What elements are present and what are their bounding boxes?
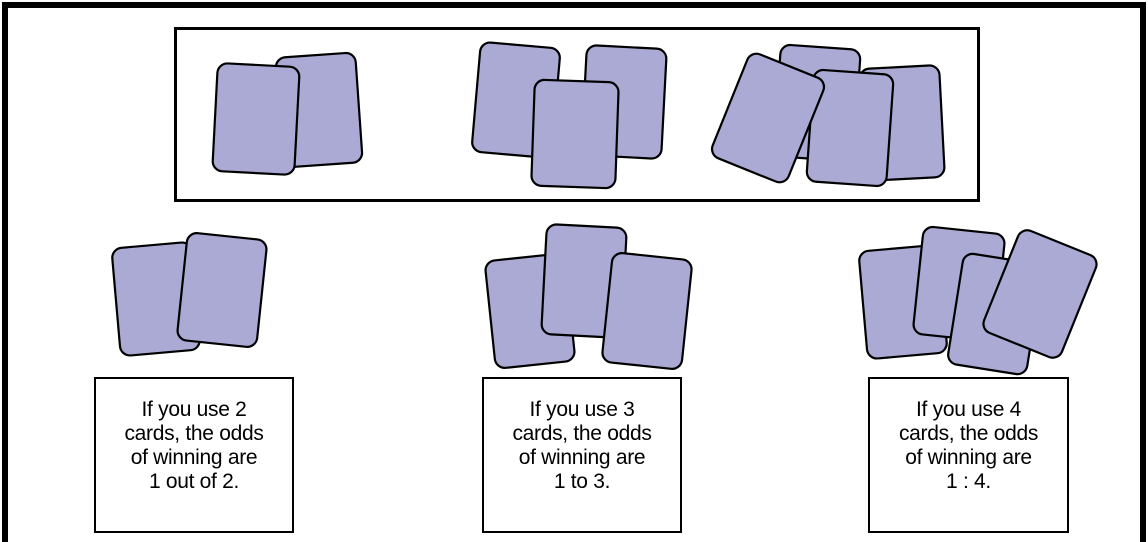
caption-box-four-cards: If you use 4 cards, the odds of winning … [868,377,1069,533]
caption-text-three-cards: If you use 3 cards, the odds of winning … [512,398,651,531]
top-card-group-two [212,52,363,175]
caption-box-three-cards: If you use 3 cards, the odds of winning … [482,377,682,533]
caption-text-four-cards: If you use 4 cards, the odds of winning … [899,398,1038,531]
example-card-group-four [858,226,1099,376]
example-card-group-three [485,224,693,370]
card-3 [531,80,619,189]
example-card-group-two [111,232,267,356]
card-3 [601,252,692,370]
top-card-group-three [471,42,666,189]
card-2 [177,232,268,348]
caption-box-two-cards: If you use 2 cards, the odds of winning … [94,377,294,533]
card-2 [212,63,300,175]
caption-text-two-cards: If you use 2 cards, the odds of winning … [124,398,263,531]
top-card-group-four [709,44,945,186]
